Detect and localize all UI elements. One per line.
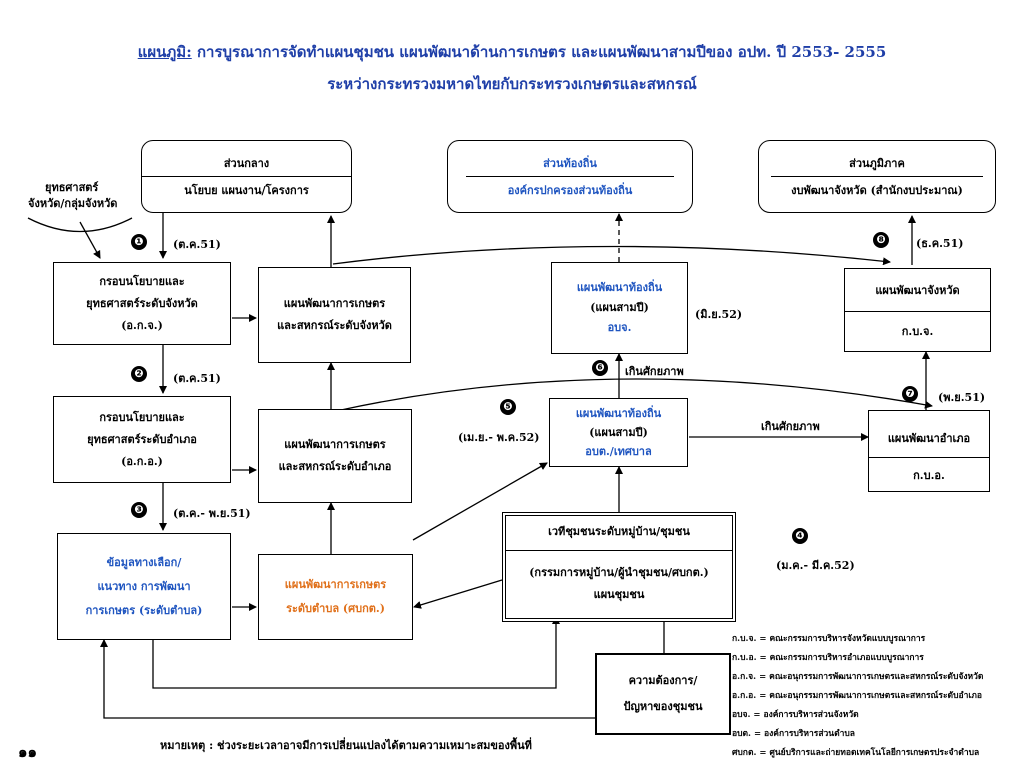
prov-dev-line2: ก.บ.จ. [901, 325, 934, 338]
dist-policy-line3: (อ.ก.อ.) [121, 454, 163, 468]
local-govt-divider [466, 176, 674, 177]
prov-agri-box: แผนพัฒนาการเกษตร และสหกรณ์ระดับจังหวัด [258, 267, 411, 363]
strategy-line2: จังหวัด/กลุ่มจังหวัด [28, 197, 118, 210]
arrow-strategy-to-prov [79, 221, 101, 259]
tambon-agri-line2: ระดับตำบล (ศบกต.) [286, 602, 385, 615]
local-plan-pao-box: แผนพัฒนาท้องถิ่น (แผนสามปี) อบจ. [551, 262, 688, 354]
arrow-village-to-tambon [413, 579, 503, 609]
legend-item: อบต. = องค์การบริหารส่วนตำบล [732, 729, 856, 739]
dist-policy-box: กรอบนโยบายและ ยุทธศาสตร์ระดับอำเภอ (อ.ก.… [53, 396, 231, 483]
strategy-arc [27, 217, 133, 233]
dist-dev-line1: แผนพัฒนาอำเภอ [887, 432, 971, 445]
legend-item: ก.บ.อ. = คณะกรรมการบริหารอำเภอแบบบูรณากา… [732, 653, 924, 663]
local-govt-box: ส่วนท้องถิ่น องค์กรปกครองส่วนท้องถิ่น [447, 140, 693, 213]
arrow-prov-agri-to-prov-dev [332, 245, 891, 266]
arrow-dist-agri-to-dist-dev [340, 378, 933, 411]
local-plan-pao-line1: แผนพัฒนาท้องถิ่น [576, 281, 663, 294]
local-plan-tao-line1: แผนพัฒนาท้องถิ่น [575, 407, 662, 420]
label-nov51: (พ.ย.51) [938, 391, 986, 404]
dist-policy-line2: ยุทธศาสตร์ระดับอำเภอ [87, 432, 197, 446]
step-6-badge: ❻ [592, 360, 608, 376]
regional-divider [770, 176, 984, 177]
village-forum-line3: แผนชุมชน [593, 588, 645, 601]
legend-item: อ.ก.อ. = คณะอนุกรรมการพัฒนาการเกษตรและสห… [732, 691, 982, 701]
label-jan-mar52: (ม.ค.- มี.ค.52) [776, 559, 855, 572]
dist-dev-divider [869, 457, 989, 458]
local-plan-pao-line3: อบจ. [607, 321, 632, 334]
prov-policy-line2: ยุทธศาสตร์ระดับจังหวัด [86, 296, 198, 310]
step-5-badge: ❺ [500, 399, 516, 415]
step-3-badge: ❸ [131, 502, 147, 518]
prov-dev-box: แผนพัฒนาจังหวัด ก.บ.จ. [844, 268, 991, 352]
legend-item: ศบกต. = ศูนย์บริการและถ่ายทอดเทคโนโลยีกา… [732, 748, 980, 758]
page-number: ๑๑ [18, 743, 38, 761]
local-plan-pao-line2: (แผนสามปี) [590, 301, 649, 314]
dist-agri-line1: แผนพัฒนาการเกษตร [284, 438, 386, 451]
regional-box: ส่วนภูมิภาค งบพัฒนาจังหวัด (สำนักงบประมา… [758, 140, 996, 213]
chart-title-line2: ระหว่างกระทรวงมหาดไทยกับกระทรวงเกษตรและส… [327, 75, 697, 93]
arrow-tambon-to-local-plan [412, 462, 548, 541]
label-jun52: (มิ.ย.52) [695, 308, 743, 321]
prov-policy-line1: กรอบนโยบายและ [99, 274, 185, 288]
label-beyond-capacity-1: เกินศักยภาพ [625, 365, 684, 378]
step-1-badge: ❶ [131, 234, 147, 250]
prov-policy-box: กรอบนโยบายและ ยุทธศาสตร์ระดับจังหวัด (อ.… [53, 262, 231, 345]
prov-policy-line3: (อ.ก.จ.) [121, 318, 163, 332]
footnote: หมายเหตุ : ช่วงระยะเวลาอาจมีการเปลี่ยนแป… [160, 739, 532, 752]
legend-item: อ.ก.จ. = คณะอนุกรรมการพัฒนาการเกษตรและสห… [732, 672, 984, 682]
arrow-alt-to-village [152, 616, 560, 689]
needs-line1: ความต้องการ/ [628, 674, 698, 687]
step-2-badge: ❷ [131, 366, 147, 382]
needs-box: ความต้องการ/ ปัญหาของชุมชน [595, 653, 731, 735]
label-apr-may52: (เม.ย.- พ.ค.52) [458, 431, 540, 444]
needs-line2: ปัญหาของชุมชน [623, 700, 703, 713]
village-forum-box: เวทีชุมชนระดับหมู่บ้าน/ชุมชน (กรรมการหมู… [502, 512, 736, 622]
local-plan-tao-line3: อบต./เทศบาล [585, 445, 652, 458]
chart-title-line1: แผนภูมิ: การบูรณาการจัดทำแผนชุมชน แผนพัฒ… [0, 40, 1024, 64]
alt-info-line1: ข้อมูลทางเลือก/ [106, 555, 182, 569]
central-sub: นโยบย แผนงาน/โครงการ [184, 184, 309, 197]
step-4-badge: ❹ [792, 528, 808, 544]
prov-agri-line1: แผนพัฒนาการเกษตร [283, 297, 386, 310]
legend-item: ก.บ.จ. = คณะกรรมการบริหารจังหวัดแบบบูรณา… [732, 634, 926, 644]
dist-dev-line2: ก.บ.อ. [913, 469, 945, 482]
tambon-agri-box: แผนพัฒนาการเกษตร ระดับตำบล (ศบกต.) [258, 554, 413, 640]
dist-dev-box: แผนพัฒนาอำเภอ ก.บ.อ. [868, 410, 990, 492]
step-7-badge: ❼ [902, 386, 918, 402]
village-forum-divider [506, 550, 732, 551]
village-forum-line2: (กรรมการหมู่บ้าน/ผู้นำชุมชน/ศบกต.) [529, 566, 709, 579]
chart-title-prefix: แผนภูมิ: [137, 43, 192, 61]
label-oct-nov51: (ต.ค.- พ.ย.51) [173, 507, 251, 520]
label-oct51-a: (ต.ค.51) [173, 238, 221, 251]
regional-title: ส่วนภูมิภาค [849, 157, 905, 170]
step-8-badge: ❽ [873, 232, 889, 248]
label-dec51: (ธ.ค.51) [916, 237, 964, 250]
village-forum-line1: เวทีชุมชนระดับหมู่บ้าน/ชุมชน [548, 525, 690, 538]
tambon-agri-line1: แผนพัฒนาการเกษตร [284, 578, 387, 591]
prov-dev-divider [845, 311, 990, 312]
alt-info-line3: การเกษตร (ระดับตำบล) [85, 603, 203, 617]
central-divider [142, 176, 351, 177]
central-box: ส่วนกลาง นโยบย แผนงาน/โครงการ [141, 140, 352, 213]
local-govt-title: ส่วนท้องถิ่น [543, 157, 597, 170]
dist-agri-box: แผนพัฒนาการเกษตร และสหกรณ์ระดับอำเภอ [258, 409, 412, 503]
local-plan-tao-box: แผนพัฒนาท้องถิ่น (แผนสามปี) อบต./เทศบาล [549, 398, 688, 467]
local-govt-sub: องค์กรปกครองส่วนท้องถิ่น [507, 184, 633, 197]
local-plan-tao-line2: (แผนสามปี) [589, 426, 648, 439]
alt-info-box: ข้อมูลทางเลือก/ แนวทาง การพัฒนา การเกษตร… [57, 533, 231, 640]
legend-item: อบจ. = องค์การบริหารส่วนจังหวัด [732, 710, 859, 720]
regional-sub: งบพัฒนาจังหวัด (สำนักงบประมาณ) [791, 184, 963, 197]
alt-info-line2: แนวทาง การพัฒนา [97, 579, 191, 593]
prov-agri-line2: และสหกรณ์ระดับจังหวัด [277, 319, 392, 332]
central-title: ส่วนกลาง [223, 157, 270, 170]
dist-policy-line1: กรอบนโยบายและ [99, 410, 185, 424]
strategy-line1: ยุทธศาสตร์ [45, 181, 99, 194]
label-oct51-b: (ต.ค.51) [173, 372, 221, 385]
label-beyond-capacity-2: เกินศักยภาพ [761, 420, 820, 433]
dist-agri-line2: และสหกรณ์ระดับอำเภอ [278, 460, 392, 473]
prov-dev-line1: แผนพัฒนาจังหวัด [875, 284, 960, 297]
chart-title-text: การบูรณาการจัดทำแผนชุมชน แผนพัฒนาด้านการ… [191, 43, 887, 61]
